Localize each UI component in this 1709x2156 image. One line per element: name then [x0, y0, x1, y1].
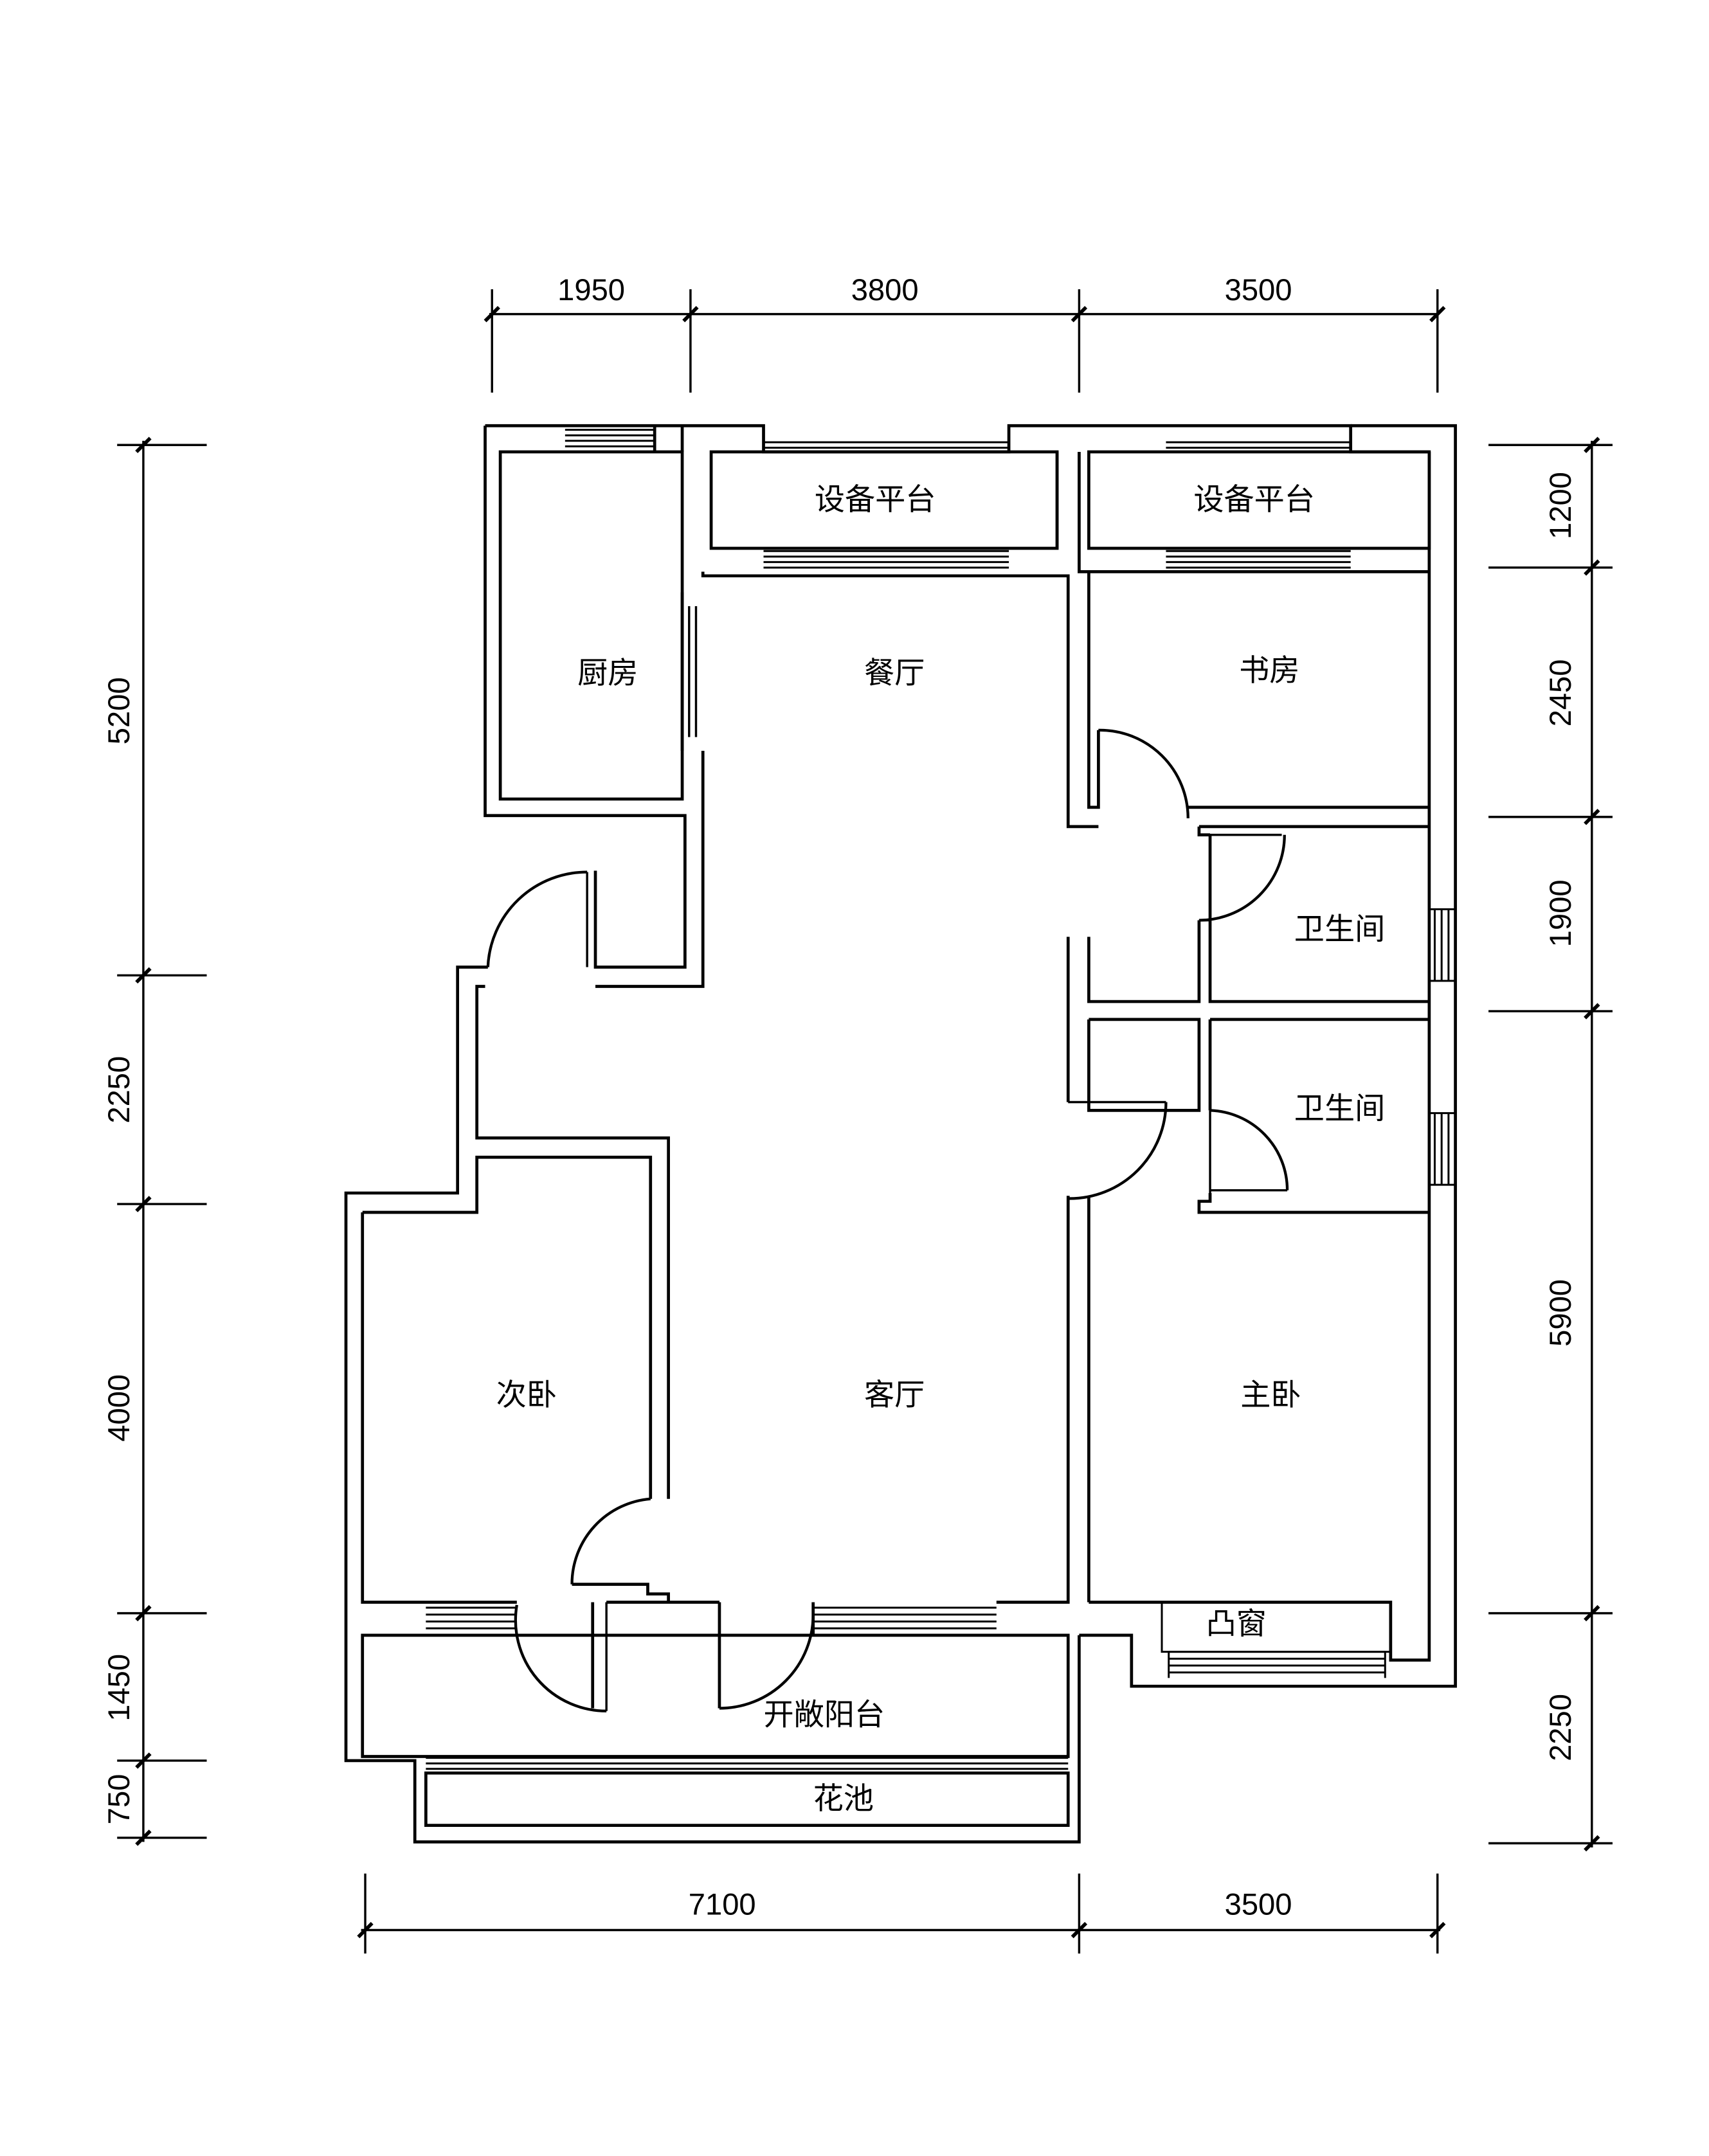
room-labels: 设备平台 设备平台 厨房 餐厅 书房 卫生间 卫生间 次卧 客厅 主卧 凸窗 开…	[496, 482, 1386, 1817]
label-master-bedroom: 主卧	[1240, 1378, 1301, 1413]
balcony-door-2	[719, 1614, 815, 1710]
kitchen-window	[565, 429, 655, 447]
dim-right-2: 2450	[1543, 660, 1577, 727]
bathroom-1-door	[1198, 834, 1286, 922]
label-flower-bed: 花池	[813, 1781, 874, 1817]
platform-window-2-top	[1166, 441, 1351, 449]
label-kitchen: 厨房	[577, 656, 638, 691]
label-equipment-platform-2: 设备平台	[1193, 482, 1315, 517]
bathroom-window-1	[1429, 908, 1456, 982]
second-bedroom-window	[426, 1606, 517, 1630]
bathroom-window-2	[1429, 1112, 1456, 1186]
doors	[486, 728, 1289, 1712]
label-bathroom-2: 卫生间	[1294, 1091, 1385, 1126]
study-window	[1166, 550, 1351, 569]
platform-window-1-top	[763, 441, 1009, 449]
dim-left-2: 2250	[102, 1056, 136, 1124]
label-open-balcony: 开敞阳台	[764, 1697, 885, 1732]
dim-top-2: 3800	[851, 273, 919, 307]
dim-right-5: 2250	[1543, 1694, 1577, 1761]
dim-bottom-1: 7100	[689, 1887, 756, 1921]
dim-left-1: 5200	[102, 677, 136, 744]
label-second-bedroom: 次卧	[496, 1378, 557, 1413]
dimension-labels: 1950 3800 3500 7100 3500 5200 2250 4000 …	[102, 273, 1577, 1921]
walls	[344, 424, 1457, 1844]
dim-bottom-2: 3500	[1225, 1887, 1292, 1921]
living-window	[813, 1606, 997, 1630]
balcony-door-1	[514, 1602, 608, 1712]
dim-top-1: 1950	[557, 273, 625, 307]
dim-right-1: 1200	[1543, 472, 1577, 539]
label-bay-window: 凸窗	[1206, 1606, 1267, 1642]
second-bedroom-door	[570, 1497, 651, 1585]
balcony-rail	[426, 1757, 1069, 1770]
label-study: 书房	[1239, 653, 1299, 688]
entrance-door	[486, 870, 588, 967]
dim-left-3: 4000	[102, 1374, 136, 1442]
label-living-room: 客厅	[864, 1378, 925, 1413]
dim-left-4: 1450	[102, 1654, 136, 1721]
dim-right-4: 5900	[1543, 1279, 1577, 1347]
dim-right-3: 1900	[1543, 879, 1577, 947]
dining-window	[763, 550, 1009, 569]
label-equipment-platform-1: 设备平台	[815, 482, 936, 517]
dim-top-3: 3500	[1225, 273, 1292, 307]
master-bedroom-door	[1068, 1100, 1168, 1200]
label-bathroom-1: 卫生间	[1294, 912, 1385, 948]
study-door	[1097, 728, 1189, 819]
dimension-lines	[117, 289, 1613, 1954]
bay-window	[1161, 1601, 1392, 1678]
windows	[426, 429, 1456, 1770]
label-dining: 餐厅	[864, 656, 925, 691]
dim-left-5: 750	[102, 1774, 136, 1825]
bathroom-2-door	[1209, 1109, 1289, 1193]
